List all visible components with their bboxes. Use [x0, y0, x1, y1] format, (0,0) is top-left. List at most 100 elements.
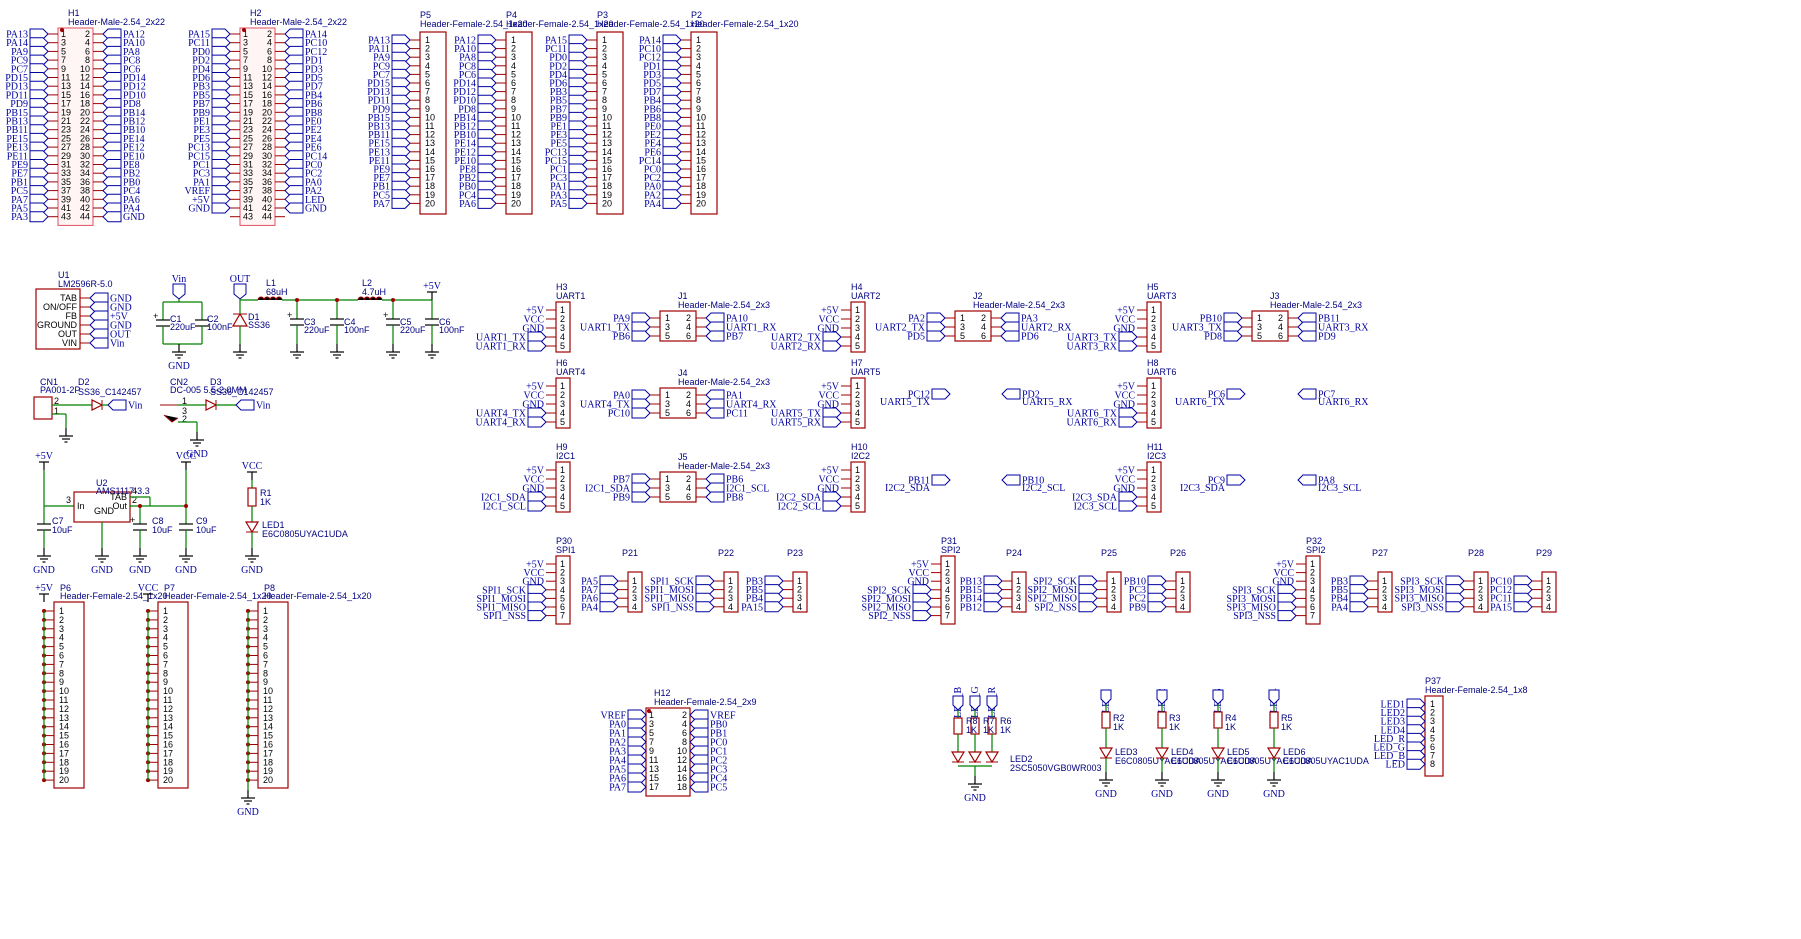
pin-number: 15: [243, 90, 253, 100]
pin-number: 8: [602, 95, 607, 105]
pin-number: 5: [1257, 331, 1262, 341]
net-label: PC15: [188, 151, 210, 162]
pin-number: 1: [560, 465, 565, 475]
led-symbol: [984, 751, 1000, 764]
net-label: PA8: [459, 53, 476, 64]
component-value: UART6: [1147, 367, 1176, 377]
component-ref: P32: [1306, 536, 1322, 546]
pin-number: 4: [682, 719, 687, 729]
pin-name: In: [77, 501, 85, 511]
component-ref: C4: [344, 317, 356, 327]
pin-number: 11: [243, 73, 252, 83]
net-label: PC12: [908, 390, 930, 401]
pin-number: 3: [665, 322, 670, 332]
pin-number: 1: [696, 35, 701, 45]
component-value: SPI1: [556, 545, 576, 555]
pin-number: 5: [602, 69, 607, 79]
pin-number: 14: [80, 81, 90, 91]
pin-number: 2: [163, 615, 168, 625]
net-label: VCC: [1114, 391, 1135, 402]
pin-number: 12: [262, 73, 272, 83]
pin-number: 2: [855, 314, 860, 324]
net-label: PB3: [193, 82, 210, 93]
pin-number: 6: [560, 602, 565, 612]
pin-number: 9: [602, 104, 607, 114]
header-body: [505, 31, 533, 215]
pin-number: 2: [59, 615, 64, 625]
pin-number: 19: [425, 190, 435, 200]
net-label: +5V: [110, 312, 129, 323]
component-value: 10uF: [52, 525, 73, 535]
net-label-flag: [627, 718, 647, 730]
net-label-flag: [631, 389, 651, 401]
pin-number: 11: [59, 695, 68, 705]
pin-number: 4: [1111, 602, 1116, 612]
net-label: PC1: [710, 747, 727, 758]
pin-number: 5: [61, 46, 66, 56]
component-value: 10uF: [196, 525, 217, 535]
pin-number: 18: [677, 782, 687, 792]
net-label: PB12: [960, 602, 982, 613]
pin-number: 5: [560, 341, 565, 351]
component-value: SS36: [248, 320, 270, 330]
pin-number: 4: [1151, 492, 1156, 502]
net-label-flag: [89, 337, 109, 349]
net-label: PA2: [609, 738, 626, 749]
component-value: Header-Female-2.54_2x9: [654, 697, 757, 707]
gnd-label: GND: [241, 565, 263, 576]
net-label: PD7: [643, 87, 661, 98]
net-label-flag: [986, 695, 998, 711]
pin-number: 5: [560, 501, 565, 511]
net-label: PB7: [550, 104, 567, 115]
pin-number: 2: [1151, 390, 1156, 400]
net-label: I2C3_SDA: [1180, 483, 1226, 494]
component-value: 68uH: [266, 287, 288, 297]
net-label: SPI1_SCK: [650, 577, 695, 588]
net-label-flag: [527, 416, 547, 428]
net-label: PB9: [550, 113, 567, 124]
net-label: UART2_TX: [771, 333, 822, 344]
pin-number: 15: [59, 731, 69, 741]
net-label: PD13: [367, 87, 390, 98]
led-symbol: [1266, 747, 1282, 760]
pin-number: 4: [855, 492, 860, 502]
header-body: [53, 601, 85, 789]
net-label-flag: [627, 736, 647, 748]
net-label: GND: [907, 577, 929, 588]
component-value: SPI2: [941, 545, 961, 555]
pin-number: 2: [560, 314, 565, 324]
net-label: PC10: [305, 38, 327, 49]
header-body: [555, 461, 571, 513]
net-label: PB6: [305, 99, 322, 110]
pin-number: 4: [511, 61, 516, 71]
net-label-flag: [1100, 689, 1112, 705]
header-body: [596, 31, 624, 215]
pin-number: 2: [686, 390, 691, 400]
pin-number: 4: [797, 602, 802, 612]
pin-number: 9: [425, 104, 430, 114]
net-label: PD12: [453, 87, 476, 98]
component-ref: C6: [439, 317, 451, 327]
net-label: PA7: [581, 585, 598, 596]
net-label: PC12: [639, 53, 661, 64]
component-value: SPI2: [1306, 545, 1326, 555]
pin-number: 7: [425, 87, 430, 97]
net-label: I2C3_SDA: [1072, 493, 1118, 504]
pin-number: 1: [632, 576, 637, 586]
component-value: Header-Female-2.54_1x20: [164, 591, 272, 601]
net-label: PA3: [1021, 314, 1038, 325]
net-label: PC0: [644, 165, 661, 176]
net-label: PB9: [613, 493, 630, 504]
net-label: PA0: [613, 391, 630, 402]
net-label-flag: [822, 331, 842, 343]
pin-name: FB: [65, 311, 77, 321]
pin-number: 5: [560, 417, 565, 427]
component-value: SS36_C142457: [78, 387, 142, 397]
pin-number: 42: [80, 203, 90, 213]
net-label: PC11: [1490, 594, 1512, 605]
net-label-flag: [631, 482, 651, 494]
pin-number: 16: [59, 740, 69, 750]
pin-number: 15: [163, 731, 173, 741]
net-label: UART2_RX: [770, 342, 821, 353]
pin-number: 3: [66, 495, 71, 505]
